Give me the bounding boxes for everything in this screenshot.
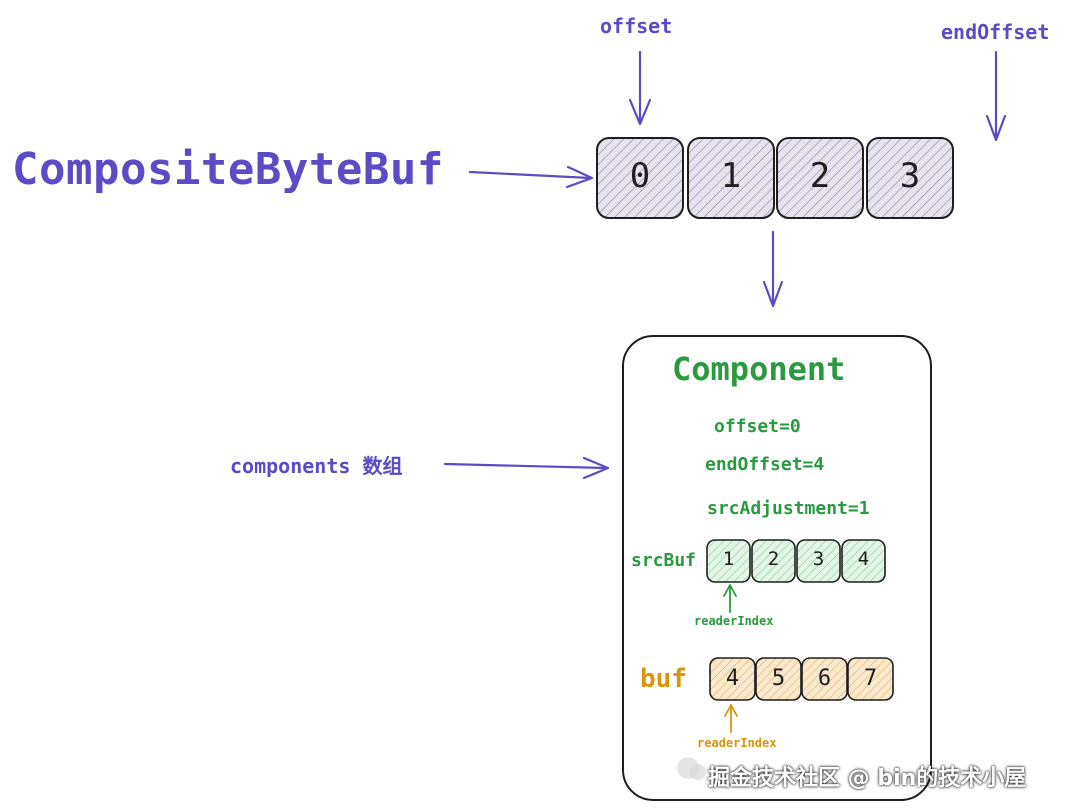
top-cell-1-value: 1: [720, 156, 742, 196]
component-src-adjustment: srcAdjustment=1: [707, 498, 870, 519]
composite-arrow: [468, 165, 594, 189]
src-reader-index-arrow: [723, 584, 737, 613]
component-end-offset: endOffset=4: [705, 454, 825, 475]
components-array-label: components 数组: [230, 454, 403, 478]
src-buffer: [706, 539, 886, 583]
buf-reader-index-label: readerIndex: [697, 736, 777, 750]
watermark-logo-icon: [677, 757, 706, 780]
top-cell-3: [866, 137, 954, 219]
src-reader-index-label: readerIndex: [694, 614, 774, 628]
components-arrow: [443, 456, 610, 480]
buf-cell-0: [709, 657, 756, 701]
offset-label: offset: [600, 14, 673, 38]
src-cell-2-value: 3: [812, 548, 825, 570]
top-cell-0-value: 0: [629, 156, 651, 196]
top-buffer: [596, 137, 954, 219]
composite-byte-buf-label: CompositeByteBuf: [12, 144, 444, 195]
component-offset: offset=0: [714, 416, 801, 437]
top-cell-0: [596, 137, 684, 219]
src-cell-1: [751, 539, 796, 583]
src-cell-2: [796, 539, 841, 583]
down-arrow: [762, 230, 784, 308]
top-cell-3-value: 3: [899, 156, 921, 196]
buf-cell-0-value: 4: [725, 666, 740, 691]
src-cell-1-value: 2: [767, 548, 780, 570]
offset-arrow: [628, 50, 652, 126]
watermark: 掘金技术社区 @ bin的技术小屋: [708, 766, 1027, 791]
src-cell-0: [706, 539, 751, 583]
src-buf-label: srcBuf: [631, 550, 697, 571]
top-cell-2-value: 2: [809, 156, 831, 196]
buf-cell-2: [801, 657, 848, 701]
end-offset-arrow: [985, 50, 1007, 142]
buf-buffer: [709, 657, 894, 701]
buf-reader-index-arrow: [724, 704, 738, 733]
src-cell-3: [841, 539, 886, 583]
buf-cell-1-value: 5: [771, 666, 786, 691]
top-cell-1: [687, 137, 775, 219]
src-cell-0-value: 1: [722, 548, 735, 570]
end-offset-label: endOffset: [941, 20, 1050, 44]
buf-cell-1: [755, 657, 802, 701]
buf-cell-2-value: 6: [817, 666, 832, 691]
component-title: Component: [672, 350, 846, 388]
top-cell-2: [776, 137, 864, 219]
buf-label: buf: [640, 664, 687, 694]
buf-cell-3-value: 7: [863, 666, 878, 691]
buf-cell-3: [847, 657, 894, 701]
src-cell-3-value: 4: [857, 548, 870, 570]
